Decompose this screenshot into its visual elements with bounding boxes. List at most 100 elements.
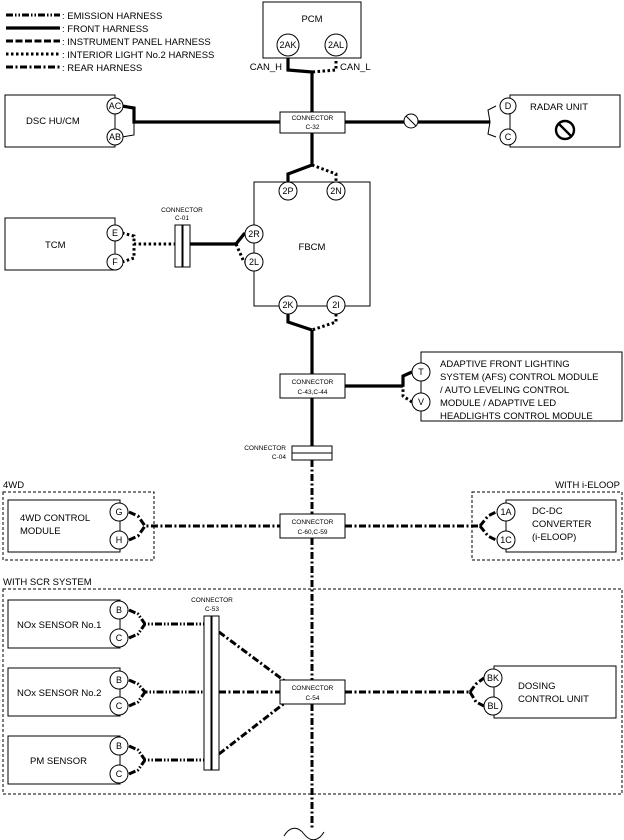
fbcm-2i-wire (311, 314, 338, 332)
pm-pin-b-label: B (116, 741, 122, 751)
connector-c32: CONNECTOR C-32 (279, 111, 346, 134)
pcm-pin-2ak (276, 33, 300, 57)
fwd-group-label: 4WD (3, 480, 24, 491)
c04-label-2: C-04 (272, 454, 286, 461)
afs-pin-t (411, 362, 431, 382)
c54-box (279, 679, 346, 705)
can-h-wire (286, 56, 314, 113)
fwd-pin-g-label: G (115, 507, 122, 517)
prohibited-icon (554, 119, 576, 141)
can-l-label: CAN_L (340, 62, 371, 73)
scr-group-box (2, 588, 623, 795)
nox1-pin-b (109, 600, 129, 620)
c53-left-half (203, 615, 212, 771)
fbcm-box (253, 181, 371, 307)
scr-group-label: WITH SCR SYSTEM (3, 577, 92, 588)
legend-rear-label: : REAR HARNESS (62, 63, 142, 74)
afs-pin-t-label: T (418, 367, 424, 377)
c54-label-1: CONNECTOR (292, 685, 334, 692)
nox2-wire-b (128, 678, 204, 694)
dosing-line-1: DOSING (518, 681, 555, 692)
c32-label-1: CONNECTOR (292, 115, 334, 122)
nox2-module: NOx SENSOR No.2 B C (7, 667, 129, 717)
c04-top-half (291, 445, 333, 454)
legend: : EMISSION HARNESS : FRONT HARNESS : INS… (6, 11, 214, 74)
fbcm-pin-2p (278, 181, 298, 201)
can-h-label: CAN_H (250, 62, 282, 73)
afs-line-3: / AUTO LEVELING CONTROL (440, 385, 569, 396)
legend-front-label: : FRONT HARNESS (62, 24, 148, 35)
connector-c54: CONNECTOR C-54 (279, 679, 346, 705)
dsc-box (4, 94, 116, 148)
c01-label-1: CONNECTOR (161, 207, 203, 214)
c53-c54-wire-3 (218, 700, 287, 756)
dcdc-box (505, 499, 617, 553)
connector-c01: CONNECTOR C-01 (161, 207, 203, 268)
tcm-module: TCM E F (4, 217, 124, 271)
tcm-pin-f (106, 253, 124, 271)
nox2-pin-c (109, 696, 129, 716)
c01-right-half (182, 224, 191, 268)
pm-wire-b (128, 744, 204, 762)
fwd-wire-h (128, 525, 147, 542)
c32-box (279, 111, 346, 134)
c32-label-2: C-32 (305, 124, 319, 131)
fbcm-name: FBCM (299, 242, 326, 253)
radar-wire-pins (487, 105, 497, 138)
dosing-pin-bk-label: BK (487, 673, 499, 683)
can-l-wire (311, 56, 338, 74)
nox2-pin-b-label: B (116, 675, 122, 685)
dsc-wire-lo (121, 122, 135, 138)
connector-c43: CONNECTOR C-43,C-44 (279, 373, 346, 399)
pcm-pin-2al-label: 2AL (328, 40, 344, 50)
nox1-pin-b-label: B (116, 605, 122, 615)
pm-name: PM SENSOR (30, 756, 87, 767)
dsc-pin-ab (106, 128, 124, 146)
dosing-module: DOSING CONTROL UNIT BK BL (483, 665, 617, 719)
legend-emission-label: : EMISSION HARNESS (62, 11, 162, 22)
pm-wire-c (128, 759, 147, 776)
fwd-box (7, 499, 121, 553)
dsc-pin-ac (106, 97, 124, 115)
connector-c04: CONNECTOR C-04 (244, 445, 333, 461)
dsc-pin-ac-label: AC (109, 101, 122, 111)
fbcm-pin-2i-label: 2I (332, 300, 340, 310)
afs-line-4: MODULE / ADAPTIVE LED (440, 398, 556, 409)
dcdc-line-2: CONVERTER (532, 519, 592, 530)
dcdc-line-3: (i-ELOOP) (532, 532, 576, 543)
fbcm-pin-2p-label: 2P (282, 186, 293, 196)
fwd-pin-h (109, 530, 129, 550)
nox2-wire-c (128, 691, 147, 708)
dosing-wire-bl (468, 691, 485, 708)
c53-c54-wire-1 (218, 630, 287, 684)
pcm-name: PCM (301, 14, 322, 25)
radar-pin-d (499, 97, 517, 115)
dsc-module: DSC HU/CM AC AB (4, 94, 124, 148)
fbcm-pin-2n-label: 2N (330, 186, 342, 196)
tcm-box (4, 217, 116, 271)
wire-not-connected-icon (403, 113, 419, 129)
dosing-wire-bk (468, 676, 485, 693)
dsc-wire (121, 104, 280, 124)
c04-label-1: CONNECTOR (244, 445, 286, 452)
c43-box (279, 373, 346, 399)
afs-pin-v-label: V (418, 397, 424, 407)
fwd-pin-h-label: H (116, 535, 123, 545)
dosing-box (493, 665, 617, 719)
dosing-pin-bk (483, 668, 503, 688)
tcm-pin-f-label: F (112, 257, 118, 267)
nox1-wire-b (128, 608, 204, 626)
continuation-break-mark (283, 827, 325, 840)
dosing-line-2: CONTROL UNIT (518, 694, 589, 705)
nox1-wire-c (128, 623, 147, 640)
pm-box (7, 735, 121, 785)
afs-v-wire (401, 386, 413, 404)
pcm-pin-2ak-label: 2AK (279, 40, 296, 50)
dcdc-line-1: DC-DC (532, 506, 563, 517)
c43-label-1: CONNECTOR (292, 379, 334, 386)
fwd-line-2: MODULE (20, 526, 61, 537)
dosing-pin-bl (483, 696, 503, 716)
legend-interior-label: : INTERIOR LIGHT No.2 HARNESS (62, 50, 214, 61)
fbcm-2k-wire (286, 314, 313, 332)
